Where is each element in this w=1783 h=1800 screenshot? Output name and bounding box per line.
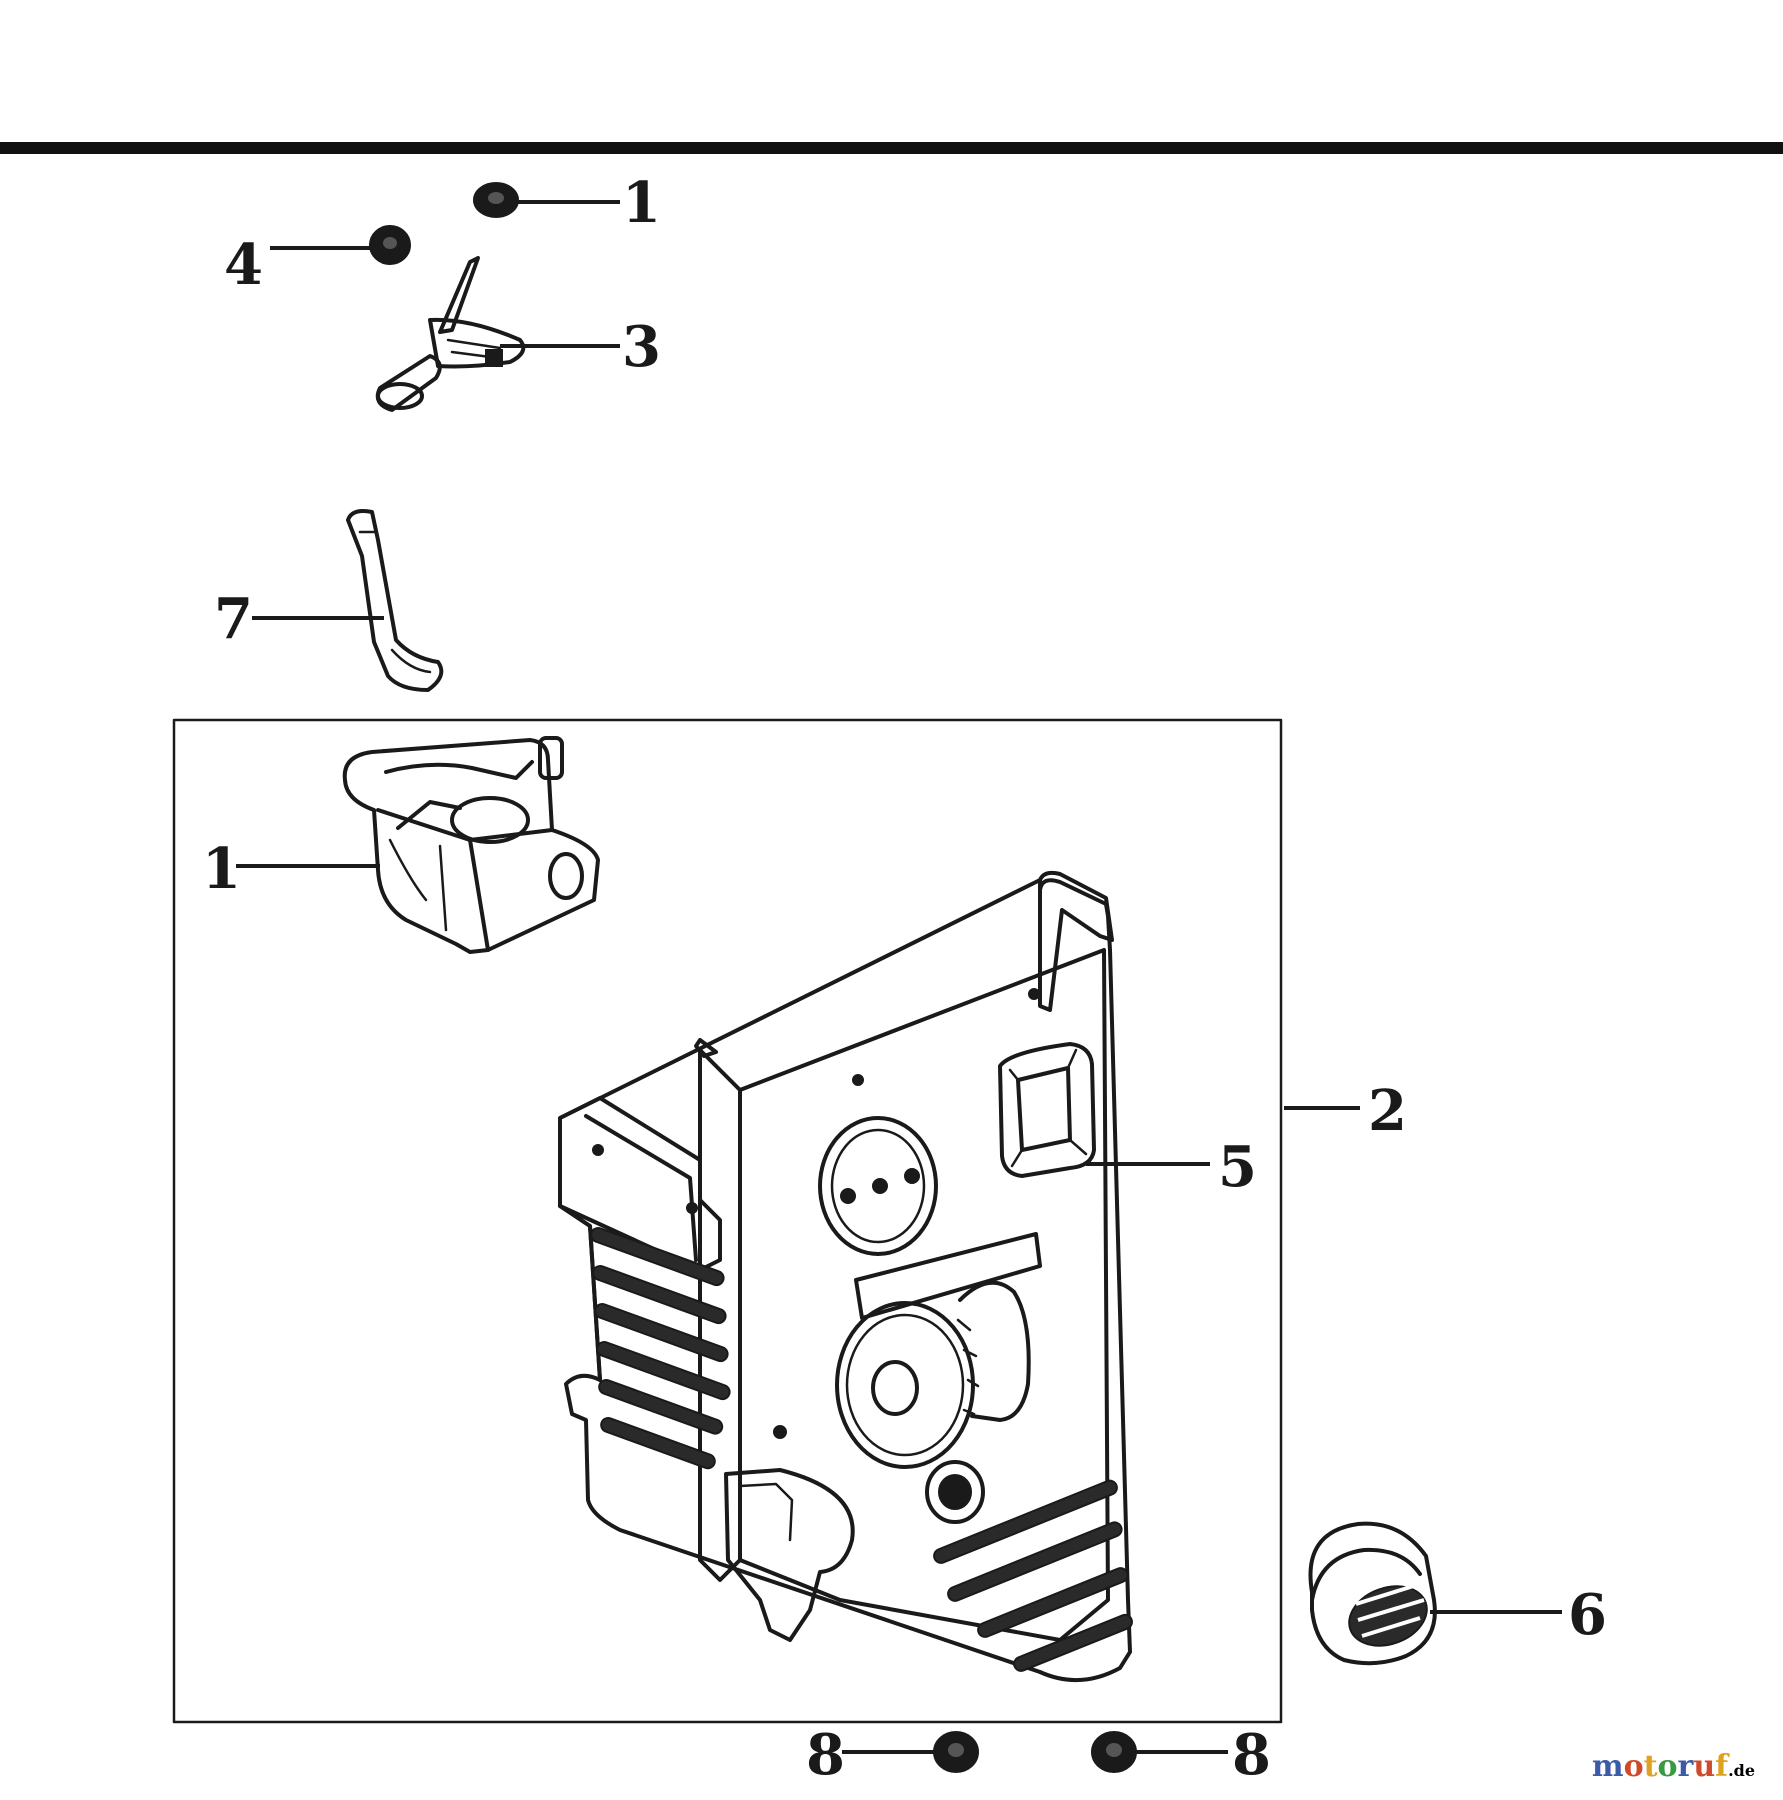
switch-part-3 <box>375 256 526 412</box>
watermark-logo: motoruf.de <box>1592 1749 1755 1784</box>
square-switch-opening <box>998 1042 1096 1178</box>
callout-4: 4 <box>224 232 263 298</box>
callout-1-top: 1 <box>622 170 661 236</box>
callout-3: 3 <box>622 314 661 380</box>
bracket-part-7 <box>346 509 444 692</box>
panel-part-2 <box>558 870 1133 1683</box>
callout-7: 7 <box>214 586 253 652</box>
callout-2: 2 <box>1368 1078 1407 1144</box>
callout-5: 5 <box>1218 1134 1257 1200</box>
callout-1-lower: 1 <box>202 836 241 902</box>
callout-6: 6 <box>1568 1582 1607 1648</box>
nut-part-8-left <box>933 1731 979 1773</box>
header-rule <box>0 142 1783 154</box>
housing-part-1 <box>342 736 600 954</box>
control-dial <box>835 1280 1031 1469</box>
watermark-text: motoruf <box>1591 1749 1729 1784</box>
knob-part-6 <box>1308 1521 1437 1666</box>
watermark-suffix: .de <box>1728 1761 1755 1780</box>
small-round-fitting <box>925 1460 985 1524</box>
nut-part-8-right <box>1091 1731 1137 1773</box>
socket-outlet <box>818 1116 938 1256</box>
left-vent-slots <box>590 1226 731 1470</box>
callout-8-right: 8 <box>1232 1722 1271 1788</box>
callout-8-left: 8 <box>806 1722 845 1788</box>
right-vent-slots <box>933 1479 1133 1672</box>
nut-part-4 <box>369 225 411 265</box>
nut-part-1-top <box>473 182 519 218</box>
assembly-frame <box>172 718 1283 1724</box>
